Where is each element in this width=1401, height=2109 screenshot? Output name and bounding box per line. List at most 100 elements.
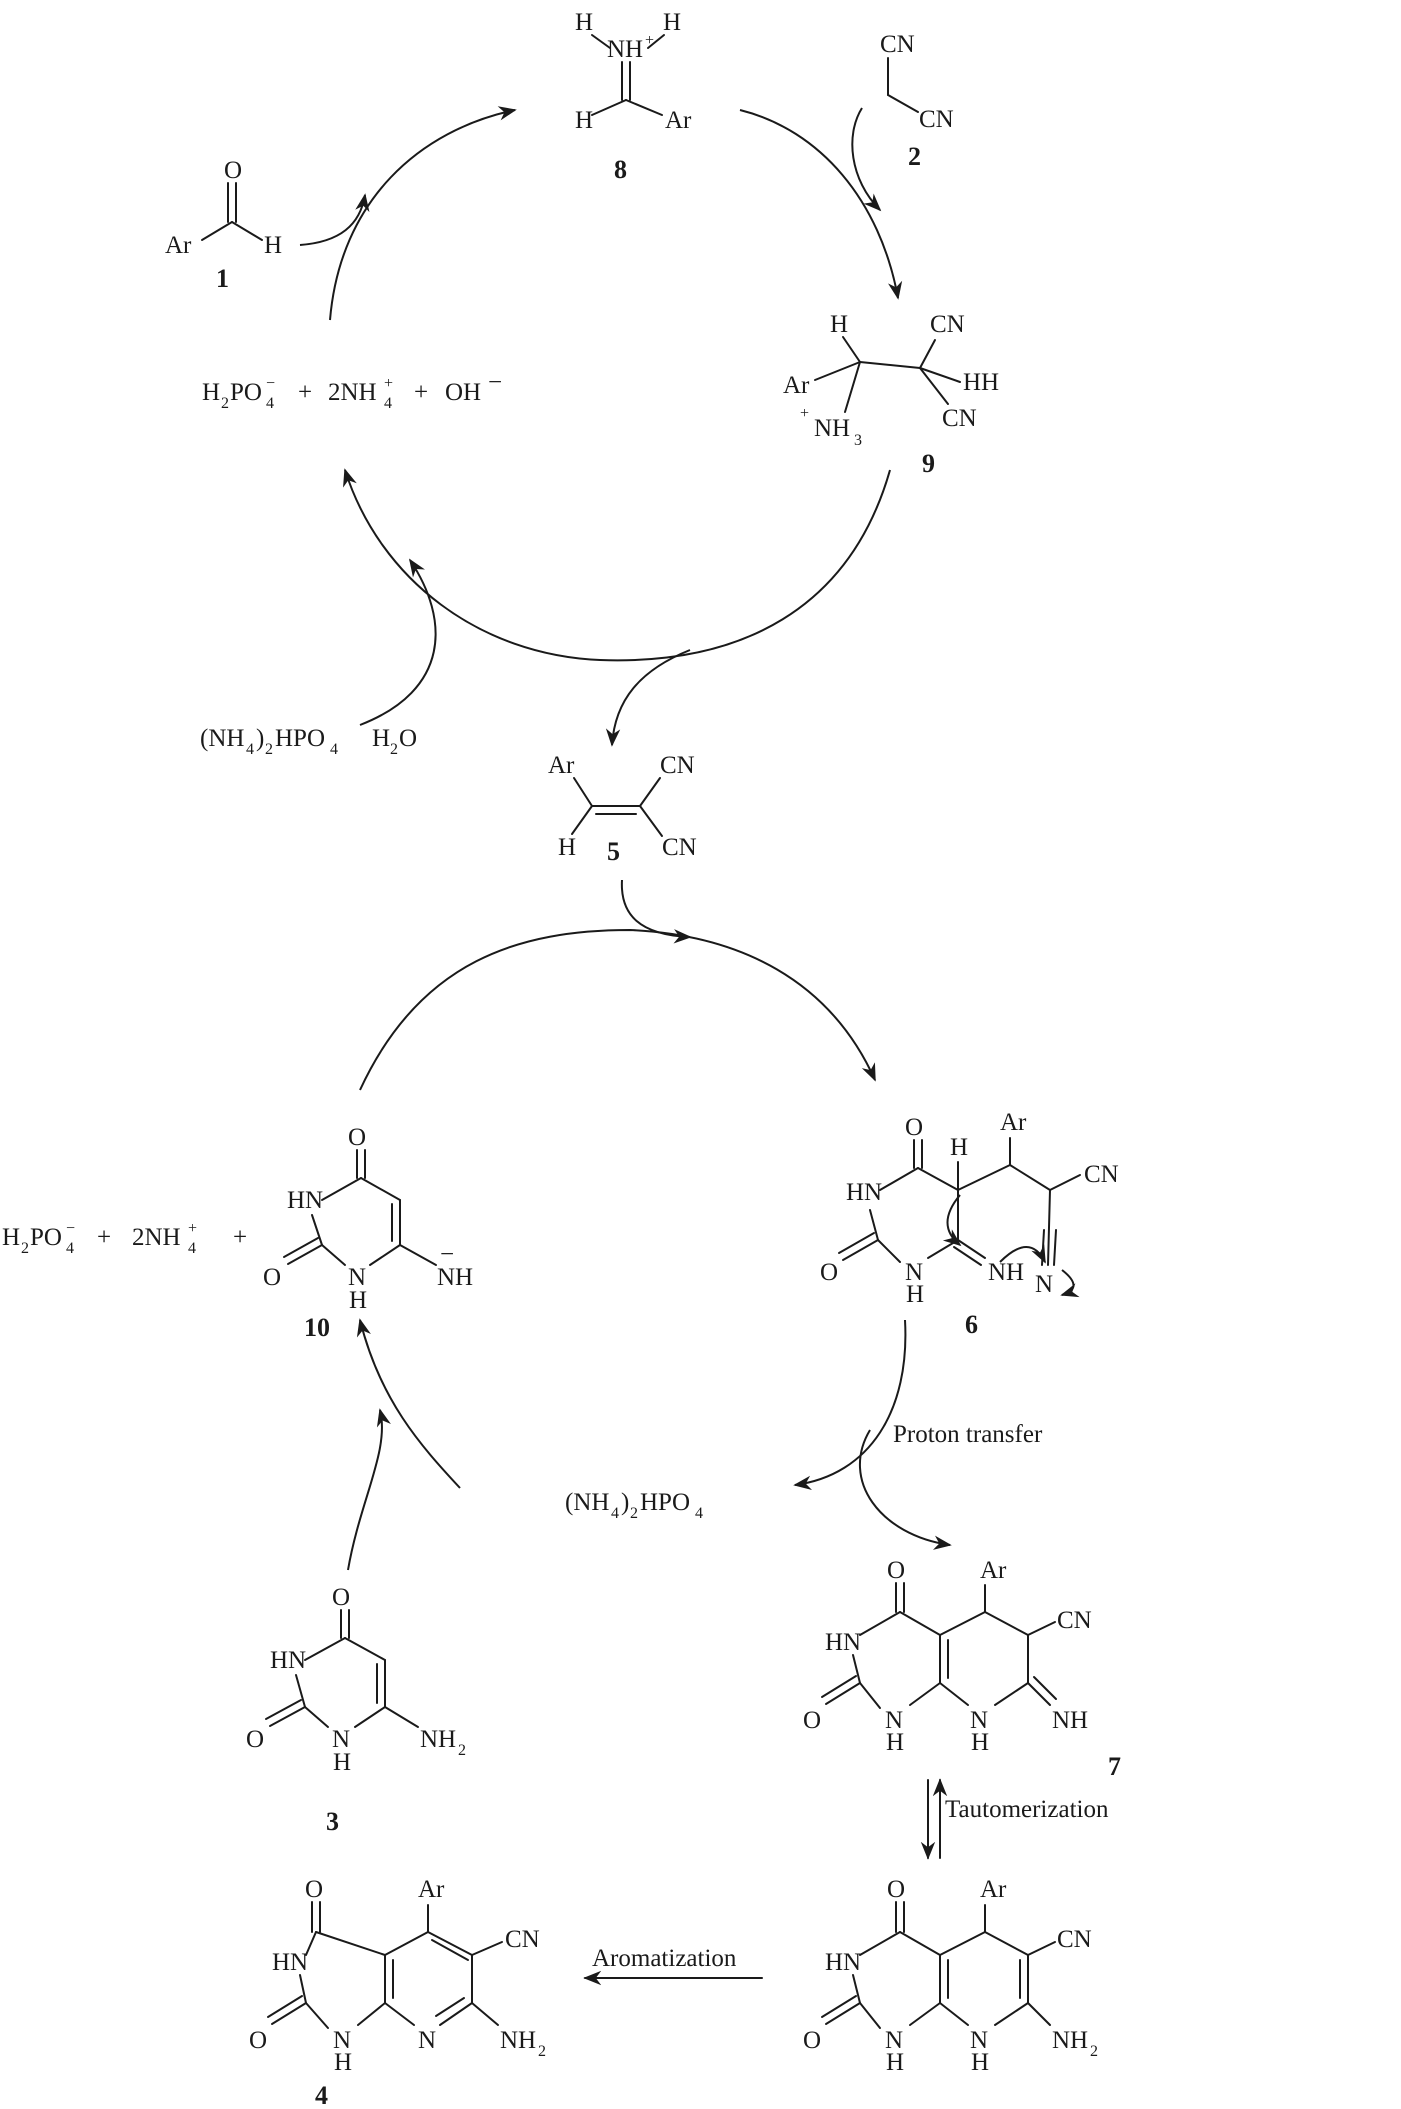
c6-bond-6 [869,1209,879,1241]
step-tautomerization: Tautomerization [945,1796,1109,1823]
bl-sub4: 4 [66,1240,74,1257]
cb-sub2: 2 [630,1505,638,1522]
c8-nh-label: NH [607,36,643,63]
cb-close: ) [621,1489,629,1516]
c6-bond-co2-b [838,1232,875,1254]
c7-bond-cn [1027,1621,1056,1636]
c10-bond-6 [321,1244,346,1266]
c1-ar-label: Ar [165,232,192,259]
c8-plus-label: + [645,32,654,49]
ct-sub2: 2 [265,741,273,758]
c5-cn1-label: CN [660,752,695,779]
c3-bond-co2-a [269,1706,306,1727]
compound-6-michael-adduct: O Ar H CN HN O N H NH N 6 [820,1109,1119,1339]
c6-cn: CN [1084,1161,1119,1188]
cb-sub4: 4 [611,1505,619,1522]
c1-h-label: H [264,232,282,259]
step-aromatization: Aromatization [592,1945,737,1972]
c6-curly-arrow-3 [1060,1269,1080,1298]
bottom-cycle-arc-right [793,1319,907,1490]
compound-1-aldehyde: O Ar H 1 [165,157,282,293]
bt-h: H [202,379,220,406]
ct-sub4: 4 [246,741,254,758]
c6-curly-arrow-1 [942,1194,962,1247]
c4-number: 4 [315,2081,328,2109]
bl-sub2: 2 [21,1240,29,1257]
c2-cn-top: CN [880,31,915,58]
ct-o-top: O [887,1876,905,1903]
c9-number: 9 [922,449,935,478]
c4-bond-9 [439,2002,473,2026]
c7-h1: H [886,1729,904,1756]
c10-bond-1 [321,1177,362,1201]
c6-bond-cn-a [957,1239,986,1259]
top-cycle-exit-arrow [605,649,691,747]
c8-number: 8 [614,155,627,184]
c7-bond-9 [994,1682,1029,1706]
c1-number: 1 [216,264,229,293]
c10-bond-4 [369,1244,401,1266]
ct-h1: H [886,2049,904,2076]
c5-bond-ccn2 [639,805,663,837]
compound-3-aminouracil: O HN O N H NH 2 3 [246,1584,466,1836]
taut-bond-7 [984,1931,1029,1956]
c6-bond-5 [877,1239,901,1263]
c6-bond-ccn [1049,1174,1081,1191]
byproducts-top: H 2 PO 4 − + 2NH 4 + + OH − [202,369,502,412]
taut-bond-4 [909,2002,941,2026]
ct-close: ) [256,725,264,752]
taut-bond-11 [859,2002,881,2029]
c4-bond-12 [299,1974,307,2004]
c8-ar-label: Ar [665,107,692,134]
c3-bond-1 [304,1637,346,1661]
c4-bond-4 [357,2002,386,2026]
c4-bond-co2-b [267,1995,303,2018]
c3-o-left: O [246,1726,264,1753]
c3-h: H [333,1749,351,1776]
c9-bond-cn [844,361,861,413]
compound-10-anion: O HN O N H − NH 10 [263,1124,473,1342]
c5-bond-ch [571,805,593,835]
c7-bond-imine-a [1027,1682,1051,1706]
c8-h3-label: H [575,107,593,134]
c5-h-label: H [558,834,576,861]
c4-bond-7 [427,1931,473,1956]
bl-minus: − [66,1220,75,1237]
bt-minus: − [266,375,275,392]
ct-n2: N [970,2027,988,2054]
c6-nh: NH [988,1259,1024,1286]
c10-nh: NH [437,1264,473,1291]
bt-oh: OH [445,379,481,406]
c6-bond-4 [927,1239,959,1259]
top-cycle-arc-right [739,109,903,300]
bt-sub4: 4 [266,395,274,412]
c6-bond-2 [917,1167,959,1191]
ct-h2: H [971,2049,989,2076]
bl-plus1: + [97,1224,111,1251]
c4-o-left: O [249,2027,267,2054]
c6-bond-nitrile-a [1047,1189,1051,1266]
c6-h: H [950,1134,968,1161]
bl-nh4: 2NH [132,1224,181,1251]
c4-o-top: O [305,1876,323,1903]
c2-number: 2 [908,142,921,171]
c7-bond-co2-a [825,1682,861,1705]
c4-cn: CN [505,1926,540,1953]
c7-bond-7 [984,1611,1029,1636]
c7-number: 7 [1108,1752,1121,1781]
c7-h2: H [971,1729,989,1756]
c4-bond-1 [305,1931,317,1956]
ct-water-sub: 2 [390,741,398,758]
c9-nh3-sub: 3 [854,432,862,449]
c7-bond-4 [909,1682,941,1706]
c8-bond-ch [591,99,627,116]
c8-h2-label: H [663,9,681,36]
c6-hn: HN [846,1179,882,1206]
c8-h1-label: H [575,9,593,36]
c6-o-top: O [905,1114,923,1141]
c3-bond-6 [304,1706,329,1728]
c4-bond-5 [384,2002,415,2026]
ct-nh2-sub: 2 [1090,2043,1098,2060]
c7-bond-6 [939,1611,986,1636]
